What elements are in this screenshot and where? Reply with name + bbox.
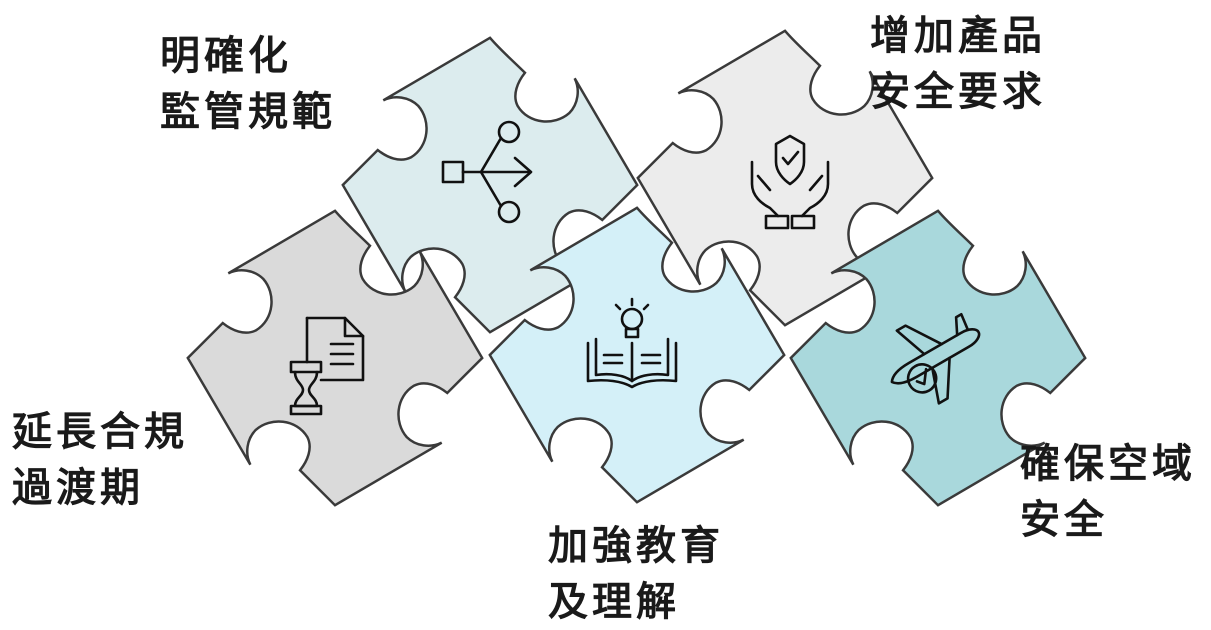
- book-lightbulb-icon: [586, 297, 678, 389]
- label-airspace: 確保空域 安全: [1020, 436, 1196, 548]
- label-regulation: 明確化 監管規範: [160, 28, 336, 140]
- label-airspace-line-2: 安全: [1020, 497, 1108, 543]
- label-education: 加強教育 及理解: [548, 518, 724, 630]
- label-transition-line-1: 延長合規: [12, 409, 188, 455]
- label-safety-line-2: 安全要求: [870, 69, 1046, 115]
- label-safety-line-1: 增加產品: [870, 13, 1046, 59]
- puzzle-piece-transition: [186, 209, 484, 507]
- shield-hands-icon: [750, 134, 830, 230]
- label-regulation-line-2: 監管規範: [160, 89, 336, 135]
- workflow-arrows-icon: [441, 120, 533, 224]
- label-education-line-2: 及理解: [548, 579, 680, 625]
- label-safety: 增加產品 安全要求: [870, 8, 1046, 120]
- airplane-check-icon: [890, 312, 981, 405]
- label-transition-line-2: 過渡期: [12, 465, 144, 511]
- label-regulation-line-1: 明確化: [160, 33, 292, 79]
- document-hourglass-icon: [289, 316, 365, 416]
- label-transition: 延長合規 過渡期: [12, 404, 188, 516]
- label-airspace-line-1: 確保空域: [1020, 441, 1196, 487]
- label-education-line-1: 加強教育: [548, 523, 724, 569]
